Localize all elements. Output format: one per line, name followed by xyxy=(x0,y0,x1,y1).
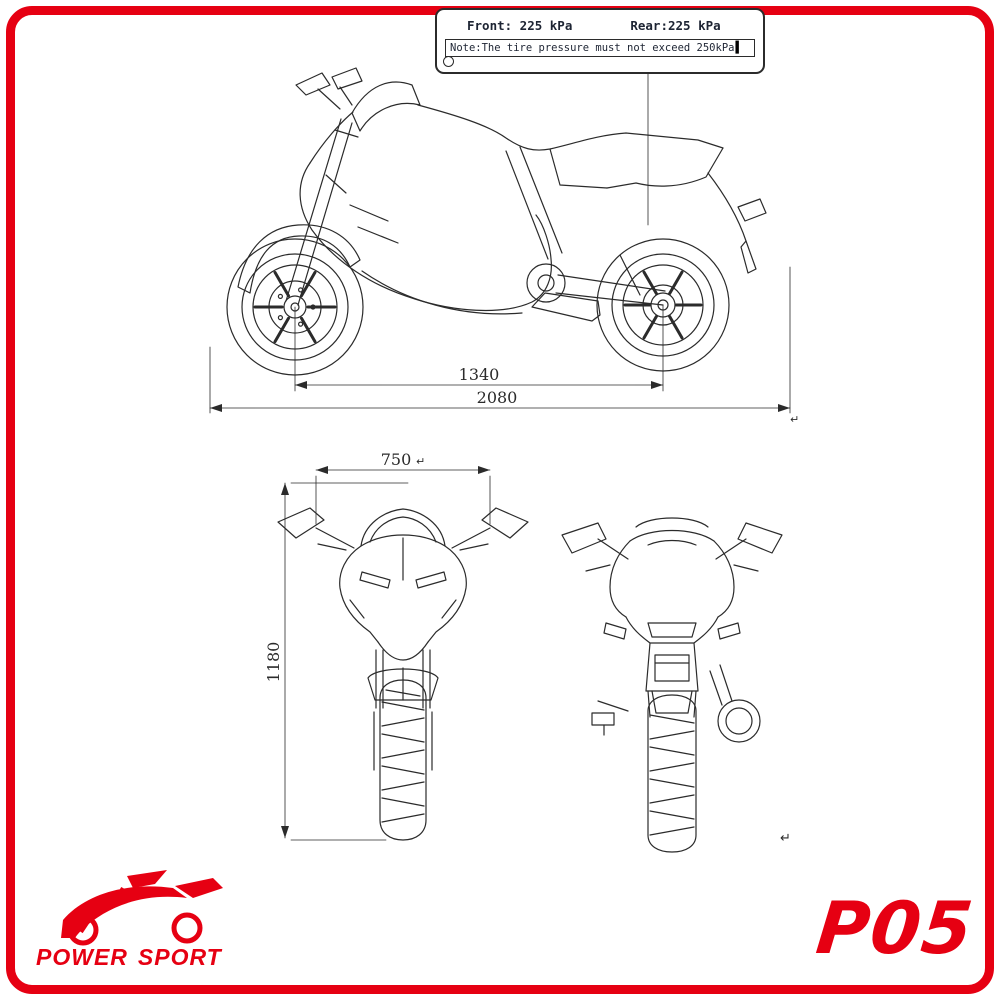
front-view-drawing: 750 ↵ 1180 xyxy=(264,450,529,841)
front-fender xyxy=(237,224,361,294)
rear-view-bike xyxy=(561,517,783,853)
turn-signal xyxy=(737,198,767,222)
overall-length-dimension-label: 2080 xyxy=(477,388,518,407)
windscreen xyxy=(351,81,421,132)
exhaust xyxy=(531,292,601,322)
front-pressure-text: Front: 225 kPa xyxy=(467,18,573,33)
mirror xyxy=(277,507,325,539)
return-mark: ↵ xyxy=(416,455,425,468)
logo-word-sport: SPORT xyxy=(137,944,222,970)
rear-pressure-text: Rear:225 kPa xyxy=(630,18,721,33)
wheelbase-dimension-label: 1340 xyxy=(459,365,500,384)
return-mark: ↵ xyxy=(780,831,791,846)
front-wheel xyxy=(226,238,364,376)
rear-view-drawing xyxy=(561,517,783,853)
exhaust-muffler xyxy=(717,699,761,743)
mirror xyxy=(295,72,331,96)
mount-hole xyxy=(443,56,454,67)
width-dimension-label: 750 xyxy=(381,450,412,469)
height-dimension: 1180 xyxy=(264,482,409,841)
mirror xyxy=(481,507,529,539)
mirror xyxy=(737,522,783,554)
rear-fender xyxy=(707,172,747,242)
front-tire xyxy=(379,679,427,841)
tire-pressure-label: Front: 225 kPa Rear:225 kPa Note:The tir… xyxy=(435,8,765,74)
mirror xyxy=(331,67,363,90)
power-sport-logo-graphic xyxy=(61,870,223,946)
side-view-drawing: 1340 2080 ↵ xyxy=(209,67,799,426)
overall-length-dimension: 2080 ↵ xyxy=(209,266,799,426)
width-dimension: 750 ↵ xyxy=(315,450,491,525)
tail-light xyxy=(647,622,697,638)
bike-body xyxy=(299,104,767,322)
front-fender xyxy=(367,668,439,701)
license-plate xyxy=(654,654,690,682)
turn-signal xyxy=(603,622,627,640)
headlight xyxy=(359,571,391,589)
pressure-note-text: Note:The tire pressure must not exceed 2… xyxy=(450,42,735,54)
return-mark: ↵ xyxy=(790,413,799,426)
height-dimension-label: 1180 xyxy=(264,642,283,683)
rear-tire xyxy=(647,694,697,853)
logo-word-power: POWER xyxy=(36,944,128,970)
note-cursor: ▌ xyxy=(735,41,743,54)
model-code: P05 xyxy=(812,886,978,970)
wheelbase-dimension: 1340 xyxy=(294,304,664,392)
power-sport-logo-text: POWER SPORT xyxy=(36,944,222,971)
turn-signal xyxy=(717,622,741,640)
headlight xyxy=(415,571,447,589)
front-view-bike xyxy=(277,507,529,841)
mirror xyxy=(561,522,607,554)
